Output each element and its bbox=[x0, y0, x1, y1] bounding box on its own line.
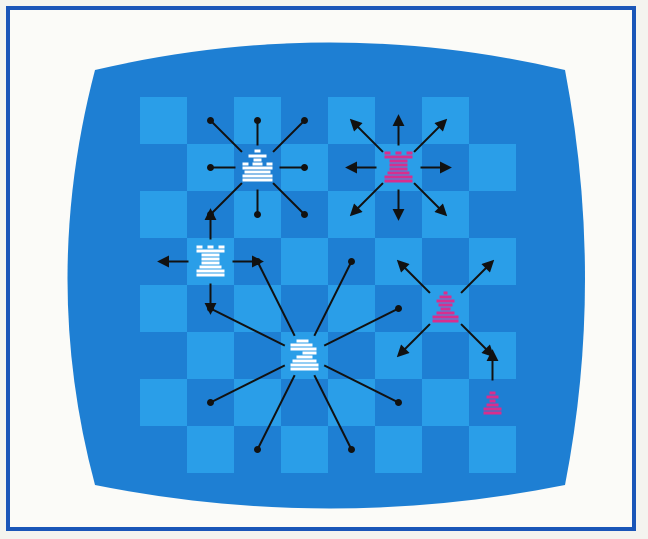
piece-pixel-row bbox=[440, 296, 452, 299]
board-square bbox=[281, 238, 328, 285]
board-square bbox=[422, 379, 469, 426]
move-dot bbox=[254, 446, 261, 453]
piece-pixel-row bbox=[267, 163, 273, 166]
board-square bbox=[422, 238, 469, 285]
move-dot bbox=[395, 399, 402, 406]
piece-pixel-row bbox=[255, 150, 261, 153]
board-square bbox=[469, 285, 516, 332]
piece-pixel-row bbox=[444, 292, 448, 295]
piece-pixel-row bbox=[303, 352, 317, 355]
board-square bbox=[234, 332, 281, 379]
board-square bbox=[422, 426, 469, 473]
move-dot bbox=[207, 117, 214, 124]
board-square bbox=[281, 379, 328, 426]
piece-pixel-row bbox=[437, 312, 455, 315]
piece-pixel-row bbox=[385, 152, 391, 155]
move-dot bbox=[254, 258, 261, 265]
board-square bbox=[140, 332, 187, 379]
piece-pixel-row bbox=[202, 262, 220, 265]
piece-pixel-row bbox=[208, 246, 214, 249]
board-square bbox=[140, 144, 187, 191]
piece-pixel-row bbox=[433, 320, 459, 323]
board-square bbox=[140, 426, 187, 473]
move-dot bbox=[348, 446, 355, 453]
move-dot bbox=[348, 258, 355, 265]
move-dot bbox=[301, 211, 308, 218]
piece-pixel-row bbox=[487, 396, 499, 399]
piece-pixel-row bbox=[197, 246, 203, 249]
piece-pixel-row bbox=[297, 356, 313, 359]
piece-pixel-row bbox=[254, 159, 262, 162]
board-square bbox=[234, 285, 281, 332]
piece-pixel-row bbox=[388, 172, 410, 175]
board-square bbox=[140, 285, 187, 332]
piece-pixel-row bbox=[390, 164, 408, 167]
move-dot bbox=[254, 211, 261, 218]
board-square bbox=[328, 332, 375, 379]
piece-pixel-row bbox=[484, 408, 502, 411]
piece-pixel-row bbox=[197, 274, 225, 277]
piece-pixel-row bbox=[433, 316, 459, 319]
piece-pixel-row bbox=[390, 168, 408, 171]
piece-pixel-row bbox=[291, 348, 317, 351]
piece-pixel-row bbox=[291, 368, 319, 371]
piece-pixel-row bbox=[385, 180, 413, 183]
piece-pixel-row bbox=[385, 156, 413, 159]
piece-pixel-row bbox=[202, 258, 220, 261]
piece-pixel-row bbox=[490, 392, 496, 395]
board-square bbox=[234, 379, 281, 426]
board-square bbox=[422, 332, 469, 379]
board-square bbox=[469, 97, 516, 144]
piece-pixel-row bbox=[385, 176, 413, 179]
piece-pixel-row bbox=[202, 254, 220, 257]
move-dot bbox=[207, 305, 214, 312]
piece-pixel-row bbox=[297, 340, 309, 343]
piece-pixel-row bbox=[487, 404, 499, 407]
board-square bbox=[469, 144, 516, 191]
chess-board bbox=[140, 97, 516, 473]
piece-pixel-row bbox=[390, 160, 408, 163]
piece-pixel-row bbox=[243, 167, 273, 170]
piece-pixel-row bbox=[245, 171, 271, 174]
piece-pixel-row bbox=[253, 163, 263, 166]
piece-pixel-row bbox=[407, 152, 413, 155]
piece-pixel-row bbox=[219, 246, 225, 249]
piece-pixel-row bbox=[291, 344, 313, 347]
board-square bbox=[469, 191, 516, 238]
board-square bbox=[375, 426, 422, 473]
board-square bbox=[328, 285, 375, 332]
board-square bbox=[281, 426, 328, 473]
piece-pixel-row bbox=[490, 400, 496, 403]
board-square bbox=[187, 332, 234, 379]
piece-pixel-row bbox=[197, 270, 225, 273]
move-dot bbox=[254, 117, 261, 124]
piece-pixel-row bbox=[396, 152, 402, 155]
board-square bbox=[140, 191, 187, 238]
piece-pixel-row bbox=[249, 155, 267, 158]
board-square bbox=[328, 379, 375, 426]
move-dot bbox=[301, 117, 308, 124]
move-dot bbox=[301, 164, 308, 171]
piece-pixel-row bbox=[441, 308, 451, 311]
piece-pixel-row bbox=[197, 250, 225, 253]
piece-pixel-row bbox=[243, 163, 249, 166]
piece-pixel-row bbox=[200, 266, 222, 269]
piece-pixel-row bbox=[243, 179, 273, 182]
move-dot bbox=[207, 164, 214, 171]
piece-pixel-row bbox=[291, 364, 319, 367]
board-square bbox=[187, 426, 234, 473]
move-dot bbox=[395, 305, 402, 312]
board-square bbox=[140, 379, 187, 426]
board-square bbox=[140, 97, 187, 144]
piece-pixel-row bbox=[293, 360, 317, 363]
board-square bbox=[469, 426, 516, 473]
piece-pixel-row bbox=[437, 300, 455, 303]
piece-pixel-row bbox=[439, 304, 453, 307]
board-square bbox=[281, 285, 328, 332]
piece-pixel-row bbox=[484, 412, 502, 415]
piece-pixel-row bbox=[243, 175, 273, 178]
move-dot bbox=[207, 399, 214, 406]
